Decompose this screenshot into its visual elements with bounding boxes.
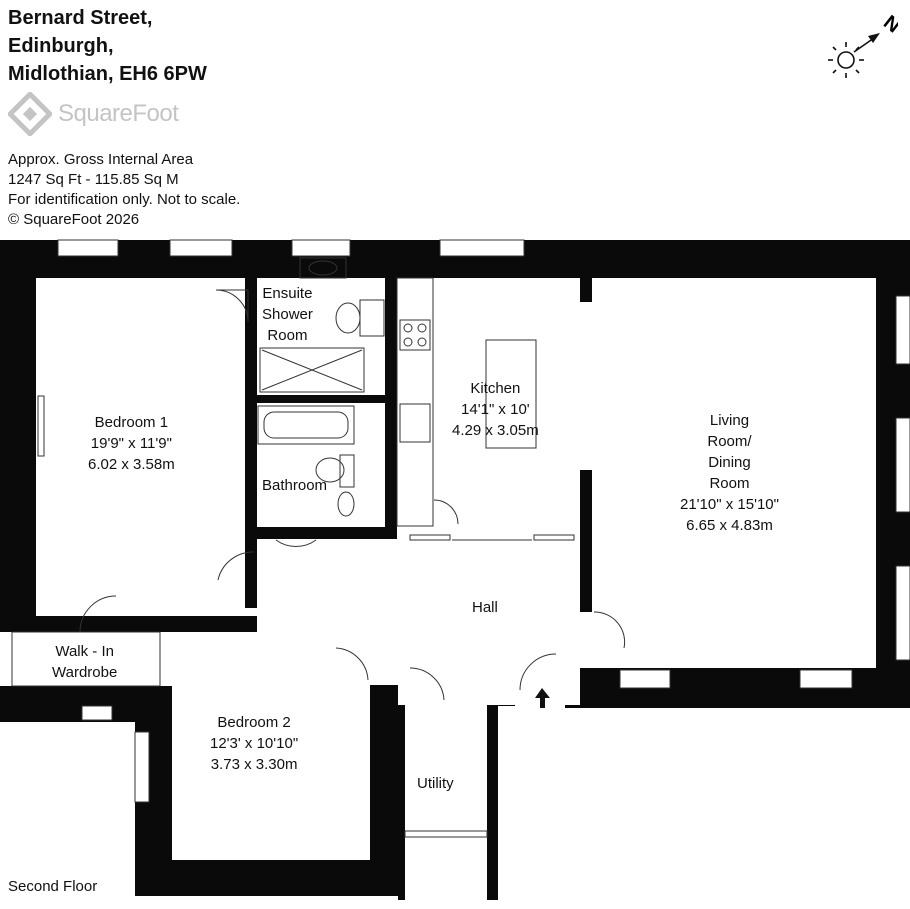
bedroom-2-name: Bedroom 2 — [217, 714, 291, 731]
squarefoot-logo: SquareFoot — [6, 90, 208, 138]
kitchen-name: Kitchen — [470, 380, 521, 397]
bathroom-name: Bathroom — [262, 477, 328, 494]
living-metric: 6.65 x 4.83m — [686, 517, 773, 534]
bedroom-1-name: Bedroom 1 — [94, 414, 169, 431]
bedroom-2-metric: 3.73 x 3.30m — [210, 756, 298, 773]
ensuite-line-3: Room — [267, 327, 308, 344]
sun-compass-icon: N — [828, 12, 898, 78]
wardrobe-line-2: Wardrobe — [52, 664, 118, 681]
ensuite-line-1: Ensuite — [262, 285, 313, 302]
room-ensuite: Ensuite Shower Room — [262, 283, 313, 346]
room-bedroom-1: Bedroom 1 19'9" x 11'9" 6.02 x 3.58m — [88, 412, 175, 475]
logo-text: SquareFoot — [58, 100, 179, 127]
bedroom-1-metric: 6.02 x 3.58m — [88, 456, 175, 473]
living-line-4: Room — [709, 475, 750, 492]
kitchen-metric: 4.29 x 3.05m — [452, 422, 539, 439]
kitchen-imperial: 14'1" x 10' — [461, 401, 530, 418]
property-address: Bernard Street, Edinburgh, Midlothian, E… — [8, 4, 207, 88]
address-line-3: Midlothian, EH6 6PW — [8, 63, 207, 85]
wardrobe-line-1: Walk - In — [55, 643, 114, 660]
room-hall: Hall — [472, 597, 498, 618]
floor-label: Second Floor — [8, 878, 98, 895]
living-line-2: Room/ — [707, 433, 752, 450]
address-line-2: Edinburgh, — [8, 35, 114, 57]
living-line-3: Dining — [708, 454, 751, 471]
area-line-4: © SquareFoot 2026 — [8, 211, 140, 228]
area-line-1: Approx. Gross Internal Area — [8, 151, 194, 168]
living-line-1: Living — [709, 412, 750, 429]
area-info: Approx. Gross Internal Area 1247 Sq Ft -… — [8, 150, 240, 230]
squarefoot-logo-icon — [6, 90, 54, 138]
room-utility: Utility — [417, 773, 454, 794]
bedroom-1-imperial: 19'9" x 11'9" — [90, 435, 172, 452]
living-imperial: 21'10" x 15'10" — [680, 496, 779, 513]
room-kitchen: Kitchen 14'1" x 10' 4.29 x 3.05m — [452, 378, 539, 441]
bedroom-2-imperial: 12'3' x 10'10" — [210, 735, 299, 752]
area-line-3: For identification only. Not to scale. — [8, 191, 241, 208]
area-line-2: 1247 Sq Ft - 115.85 Sq M — [8, 171, 179, 188]
ensuite-line-2: Shower — [262, 306, 313, 323]
address-line-1: Bernard Street, — [8, 7, 153, 29]
entrance-arrow-icon — [535, 688, 550, 708]
room-bedroom-2: Bedroom 2 12'3' x 10'10" 3.73 x 3.30m — [210, 712, 298, 775]
room-walk-in-wardrobe: Walk - In Wardrobe — [52, 641, 117, 683]
utility-name: Utility — [417, 775, 454, 792]
hall-name: Hall — [472, 599, 498, 616]
room-bathroom: Bathroom — [262, 475, 327, 496]
room-living-dining: Living Room/ Dining Room 21'10" x 15'10"… — [680, 410, 779, 536]
